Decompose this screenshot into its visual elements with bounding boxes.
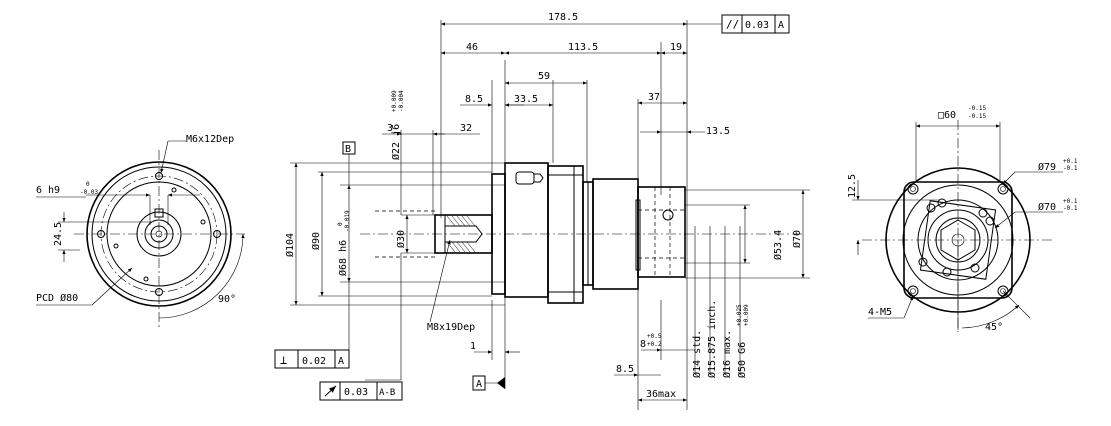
dim-37: 37	[648, 92, 660, 103]
dim-113-5: 113.5	[568, 42, 598, 53]
dim-shaft-diameter: Ø22 j6	[390, 124, 402, 160]
right-dia70-tol-upper: +0.1	[1063, 198, 1078, 205]
dim-8-tol-upper: +0.5	[647, 333, 662, 340]
flatness-tolerance: 0.03	[745, 20, 769, 31]
datum-b-label: B	[345, 144, 351, 155]
left-key-tol-lower: -0.03	[80, 189, 98, 196]
side-view	[290, 20, 810, 410]
datum-a-label: A	[476, 379, 482, 390]
dim-8-5-bottom: 8.5	[616, 364, 634, 375]
runout-frame	[319, 381, 403, 401]
left-angle-label: 90°	[218, 294, 236, 305]
perpendicularity-datum: A	[338, 356, 344, 367]
dim-46: 46	[466, 42, 478, 53]
datum-a-box	[472, 375, 486, 391]
perpendicularity-symbol: ⊥	[280, 353, 287, 367]
dim-8: 8	[640, 339, 646, 350]
dim-8-tol-lower: +0.2	[647, 341, 662, 348]
right-d12-5-label: 12.5	[847, 174, 858, 198]
dim-dia53-4: Ø53.4	[772, 230, 784, 260]
right-square-tol-lower: -0.15	[968, 113, 986, 120]
perpendicularity-tolerance: 0.02	[302, 356, 326, 367]
right-square-tol-upper: -0.15	[968, 105, 986, 112]
right-angle-label: 45°	[985, 322, 1003, 333]
dim-dia68-tol-upper: 0	[337, 222, 344, 226]
dim-36max: 36max	[646, 389, 676, 400]
dim-13-5: 13.5	[706, 126, 730, 137]
right-dia79-tol-lower: -0.1	[1063, 165, 1078, 172]
right-square-label: □60	[938, 110, 956, 121]
runout-tolerance: 0.03	[344, 387, 368, 398]
dim-19: 19	[670, 42, 682, 53]
dim-dia90: Ø90	[310, 232, 322, 250]
bore-15-875-inch: Ø15.875 inch.	[706, 300, 718, 378]
left-key-tol-upper: 0	[86, 181, 90, 188]
dim-3: 3	[387, 123, 393, 134]
right-dia70-tol-lower: -0.1	[1063, 205, 1078, 212]
dim-dia68-tol-lower: -0.019	[344, 210, 351, 232]
dim-1: 1	[470, 341, 476, 352]
left-d24-5-label: 24.5	[53, 222, 64, 246]
bore-50-g6: Ø50 G6	[736, 342, 748, 378]
left-pcd-label: PCD Ø80	[36, 292, 78, 304]
right-dia70-label: Ø70	[1038, 201, 1056, 213]
right-tap-label: 4-M5	[868, 307, 892, 318]
dim-shaft-tol-upper: +0.009	[391, 90, 398, 112]
flatness-symbol: //	[726, 18, 739, 31]
dim-33-5: 33.5	[514, 94, 538, 105]
bore-50-tol-lower: +0.009	[743, 304, 750, 326]
dim-8-5-top: 8.5	[465, 94, 483, 105]
dim-dia30: Ø30	[395, 230, 407, 248]
dim-dia68: Ø68 h6	[337, 240, 349, 276]
left-key-label: 6 h9	[36, 185, 60, 196]
dim-shaft-tol-lower: -0.004	[398, 90, 405, 112]
left-end-view	[36, 140, 245, 330]
perpendicularity-frame	[274, 349, 350, 369]
dim-32: 32	[460, 123, 472, 134]
bore-16-max: Ø16 max.	[721, 330, 733, 378]
right-dia79-label: Ø79	[1038, 161, 1056, 173]
bore-14-std: Ø14 std.	[691, 330, 703, 378]
m8-tap-label: M8x19Dep	[427, 322, 475, 333]
bore-50-tol-upper: +0.025	[736, 304, 743, 326]
flatness-datum: A	[778, 20, 784, 31]
right-end-view	[852, 120, 1063, 332]
dim-dia104: Ø104	[284, 233, 296, 257]
dim-59: 59	[538, 71, 550, 82]
dim-overall-length: 178.5	[548, 12, 578, 23]
left-tap-label: M6x12Dep	[186, 134, 234, 145]
flatness-frame	[721, 14, 790, 34]
runout-datum: A-B	[379, 388, 395, 398]
right-dia79-tol-upper: +0.1	[1063, 158, 1078, 165]
dim-dia70-side: Ø70	[791, 230, 803, 248]
